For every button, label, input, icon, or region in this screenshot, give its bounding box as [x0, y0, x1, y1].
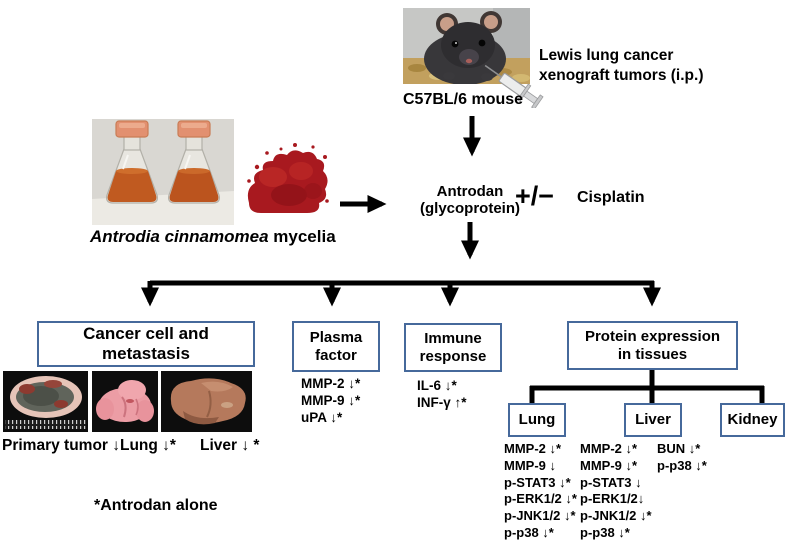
immune-response-box-label: Immune response — [419, 330, 487, 365]
list-item: p-p38 ↓* — [504, 524, 554, 540]
protein-expression-box-label: Protein expression in tissues — [584, 328, 721, 363]
cancer-metastasis-box: Cancer cell and metastasis — [37, 321, 255, 367]
lung-photo — [92, 371, 158, 432]
plasma-factor-box-label: Plasma factor — [309, 329, 363, 364]
list-item: MMP-2 ↓* — [301, 376, 361, 391]
mouse-strain-label: C57BL/6 mouse — [403, 91, 524, 108]
xenograft-line2: xenograft tumors (i.p.) — [539, 66, 704, 84]
list-item: MMP-2 ↓* — [504, 441, 562, 456]
immune-response-list: IL-6 ↓* INF-γ ↑* — [417, 377, 467, 411]
list-item: p-p38 ↓* — [657, 457, 707, 473]
liver-tissue-box: Liver — [624, 403, 682, 437]
list-item: p-JNK1/2 ↓* — [504, 508, 576, 524]
plasma-factor-list: MMP-2 ↓* MMP-9 ↓* uPA ↓* — [301, 375, 360, 426]
cancer-metastasis-box-label: Cancer cell and metastasis — [83, 324, 209, 363]
list-item: p-STAT3 ↓ — [580, 474, 642, 490]
kidney-tissue-box: Kidney — [720, 403, 785, 437]
antrodan-name: Antrodan — [436, 183, 504, 200]
mycelia-label: Antrodia cinnamomea mycelia — [90, 227, 336, 247]
primary-tumor-result: Primary tumor ↓ — [2, 437, 121, 454]
antrodan-subname: (glycoprotein) — [420, 200, 520, 217]
antrodan-powder-photo — [243, 137, 331, 222]
list-item: p-STAT3 ↓* — [504, 474, 571, 490]
footnote-antrodan-alone: *Antrodan alone — [94, 497, 218, 514]
lung-tissue-box: Lung — [508, 403, 566, 437]
immune-response-box: Immune response — [404, 323, 502, 372]
liver-marker-list: MMP-2 ↓* MMP-9 ↓* p-STAT3 ↓ p-ERK1/2↓ p-… — [580, 441, 652, 542]
lung-tissue-box-label: Lung — [518, 411, 556, 429]
list-item: MMP-9 ↓ — [504, 457, 556, 473]
list-item: MMP-9 ↓* — [580, 457, 638, 473]
list-item: p-p38 ↓* — [580, 524, 630, 540]
plus-minus-sign: +/− — [515, 181, 555, 211]
syringe-icon — [484, 64, 544, 108]
kidney-marker-list: BUN ↓* p-p38 ↓* — [657, 441, 707, 475]
primary-tumor-photo — [3, 371, 88, 432]
xenograft-line1: Lewis lung cancer — [539, 47, 674, 64]
mycelia-label-rest: mycelia — [268, 227, 336, 246]
antrodan-node: Antrodan (glycoprotein) — [414, 183, 526, 217]
list-item: MMP-9 ↓* — [301, 393, 361, 408]
liver-photo — [161, 371, 252, 432]
list-item: BUN ↓* — [657, 441, 701, 456]
liver-result: Liver ↓ * — [200, 437, 260, 454]
list-item: IL-6 ↓* — [417, 378, 457, 393]
kidney-tissue-box-label: Kidney — [727, 411, 778, 429]
lung-result: Lung ↓* — [120, 437, 176, 454]
list-item: INF-γ ↑* — [417, 395, 467, 410]
list-item: MMP-2 ↓* — [580, 441, 638, 456]
list-item: p-JNK1/2 ↓* — [580, 508, 652, 524]
list-item: uPA ↓* — [301, 410, 343, 425]
mycelia-flasks-photo — [92, 119, 234, 225]
list-item: p-ERK1/2↓ — [580, 491, 645, 507]
mycelia-species-name: Antrodia cinnamomea — [90, 227, 269, 246]
lung-marker-list: MMP-2 ↓* MMP-9 ↓ p-STAT3 ↓* p-ERK1/2 ↓* … — [504, 441, 577, 542]
xenograft-label: Lewis lung cancer xenograft tumors (i.p.… — [539, 46, 703, 85]
plasma-factor-box: Plasma factor — [292, 321, 380, 372]
liver-tissue-box-label: Liver — [635, 411, 671, 429]
list-item: p-ERK1/2 ↓* — [504, 491, 577, 507]
protein-expression-box: Protein expression in tissues — [567, 321, 738, 370]
cisplatin-label: Cisplatin — [577, 189, 645, 206]
